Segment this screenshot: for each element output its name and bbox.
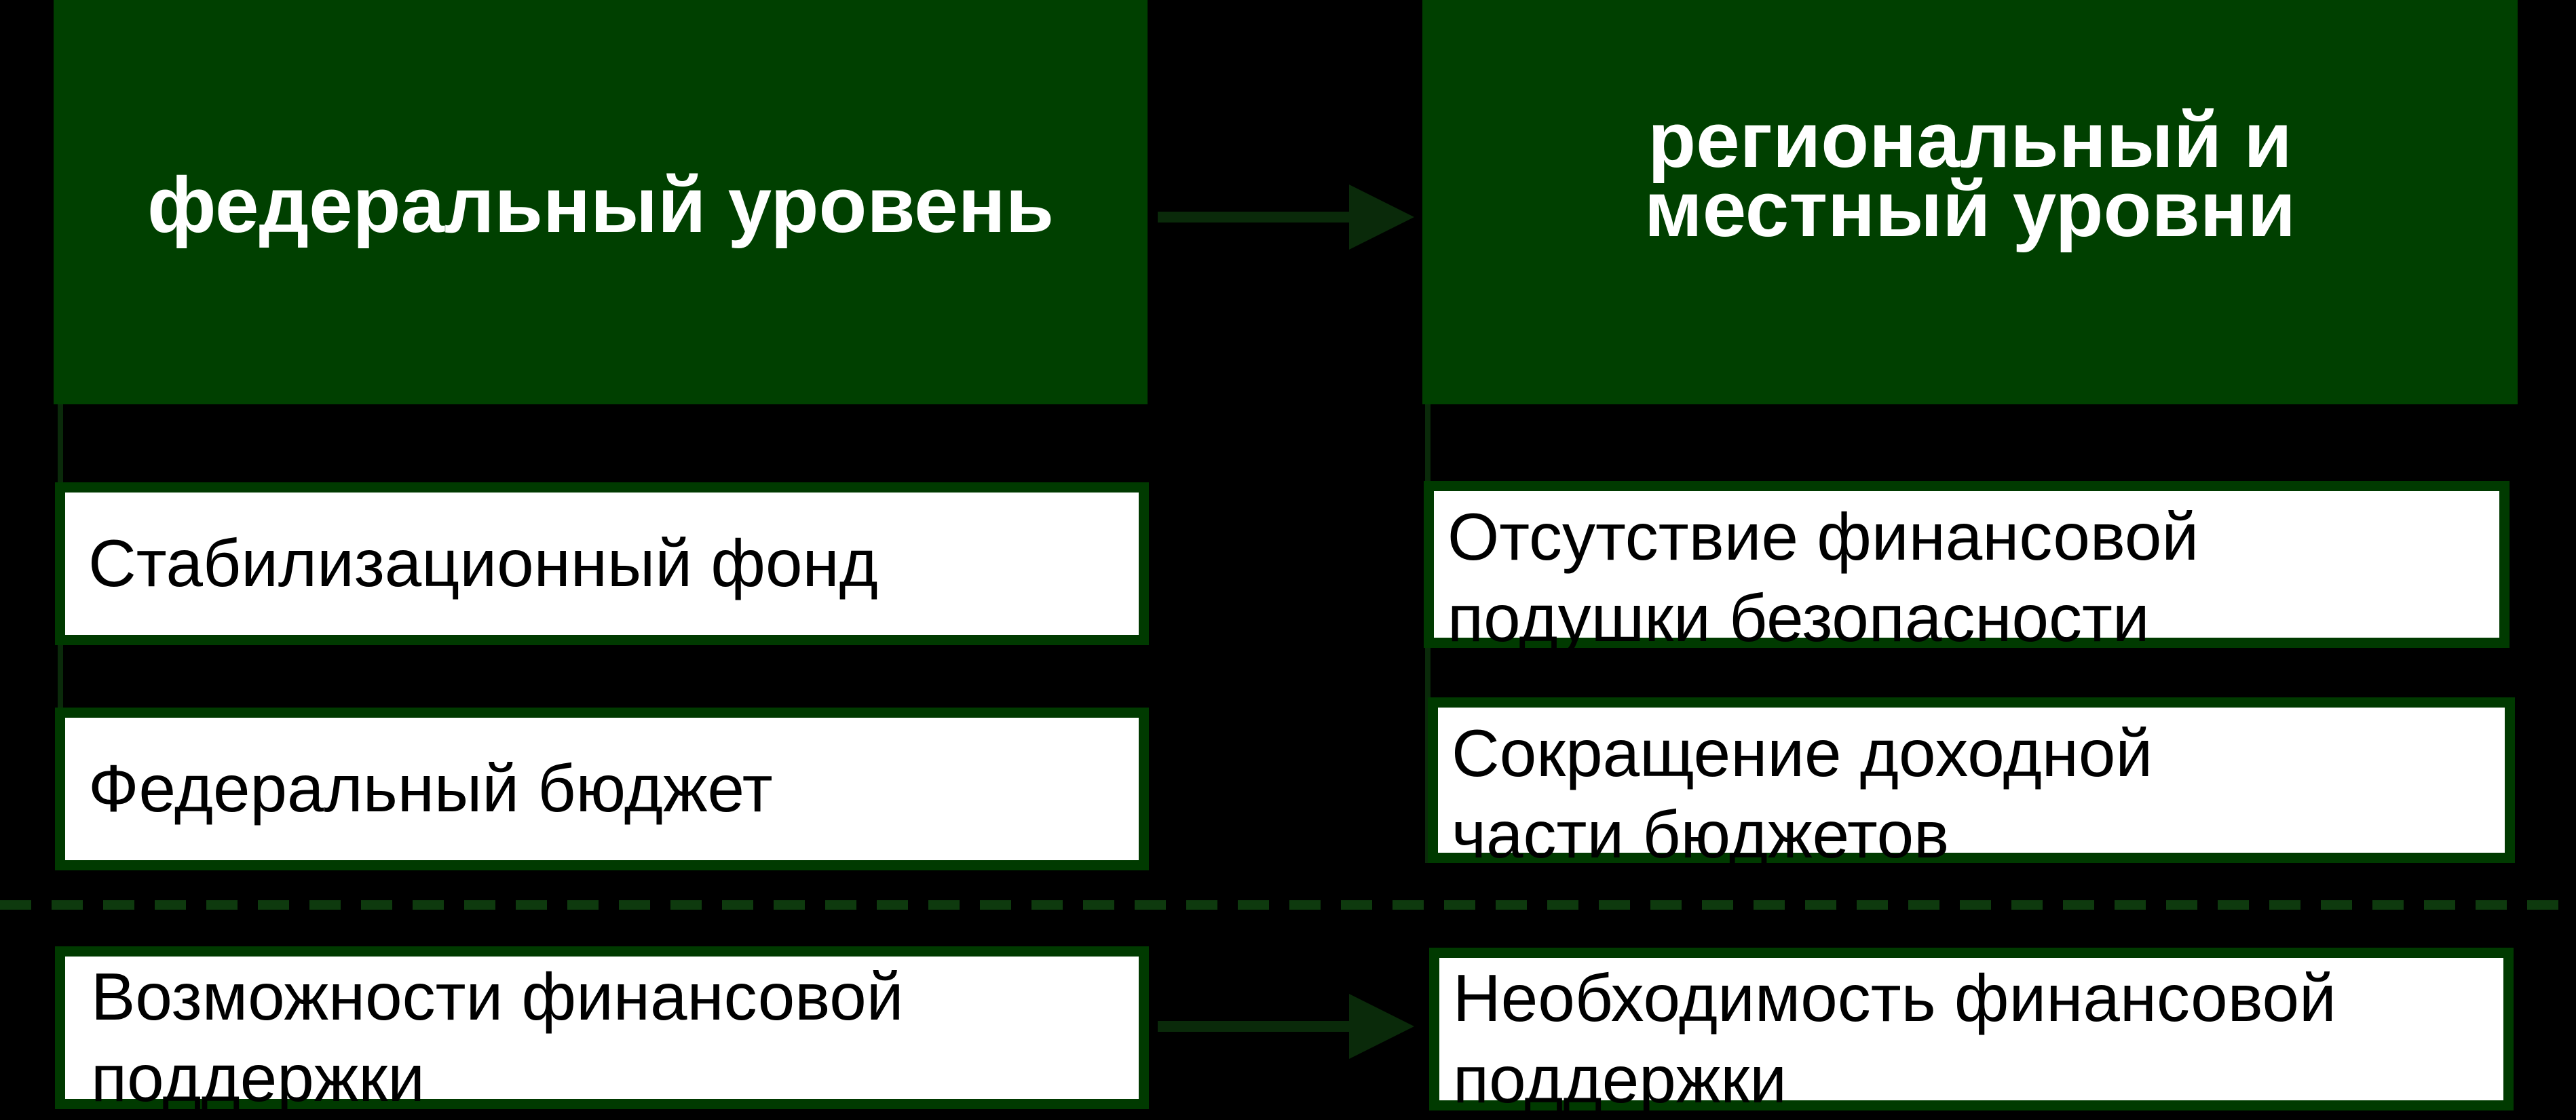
- revenue-reduction-line1: Сокращение доходной: [1452, 716, 2153, 790]
- support-necessity-text: Необходимость финансовой поддержки: [1453, 958, 2336, 1120]
- revenue-reduction-line2: части бюджетов: [1452, 796, 1950, 872]
- support-possibilities-line1: Возможности финансовой: [91, 959, 904, 1034]
- federal-budget-box: Федеральный бюджет: [55, 708, 1149, 870]
- regional-local-level-header: региональный и местный уровни: [1422, 0, 2518, 404]
- stabilization-fund-box: Стабилизационный фонд: [55, 482, 1149, 645]
- no-safety-cushion-text: Отсутствие финансовой подушки безопаснос…: [1447, 497, 2199, 659]
- federal-budget-label: Федеральный бюджет: [88, 751, 773, 826]
- revenue-reduction-box: Сокращение доходной части бюджетов: [1428, 697, 2515, 872]
- no-safety-cushion-box: Отсутствие финансовой подушки безопаснос…: [1424, 481, 2509, 655]
- regional-title-line1: региональный и: [1648, 96, 2292, 185]
- regional-local-level-title: региональный и местный уровни: [1644, 96, 2296, 257]
- regional-title-line2: местный уровни: [1644, 165, 2296, 253]
- federal-level-header: федеральный уровень: [54, 0, 1148, 404]
- support-possibilities-line2: поддержки: [91, 1040, 425, 1115]
- no-safety-cushion-line2: подушки безопасности: [1447, 580, 2150, 655]
- no-safety-cushion-line1: Отсутствие финансовой: [1447, 499, 2199, 574]
- support-necessity-line1: Необходимость финансовой: [1453, 961, 2336, 1035]
- revenue-reduction-text: Сокращение доходной части бюджетов: [1452, 713, 2153, 875]
- support-necessity-line2: поддержки: [1453, 1041, 1787, 1117]
- support-necessity-box: Необходимость финансовой поддержки: [1429, 948, 2514, 1117]
- support-possibilities-box: Возможности финансовой поддержки: [55, 946, 1149, 1115]
- federal-level-title: федеральный уровень: [147, 161, 1055, 250]
- support-possibilities-text: Возможности финансовой поддержки: [91, 957, 903, 1119]
- stabilization-fund-label: Стабилизационный фонд: [88, 526, 878, 601]
